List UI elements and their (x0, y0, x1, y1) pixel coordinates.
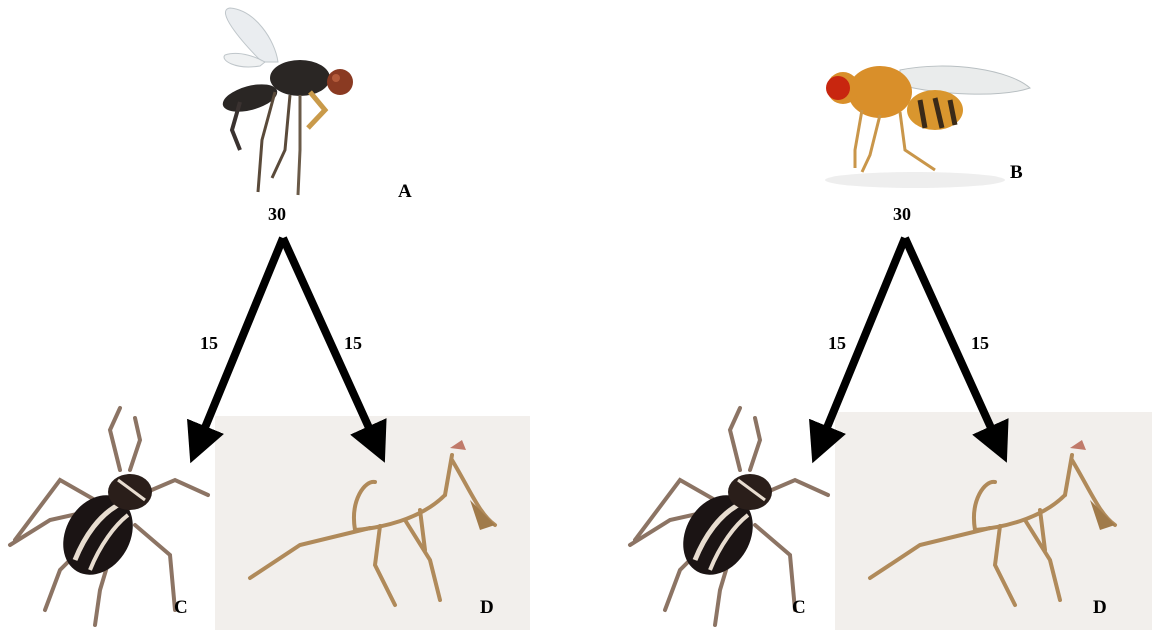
count-b-to-c: 15 (828, 334, 846, 352)
count-a-to-c: 15 (200, 334, 218, 352)
fly-a-image (205, 0, 365, 205)
count-b-to-d: 15 (971, 334, 989, 352)
count-a-top: 30 (268, 205, 286, 223)
label-d-left: D (480, 598, 494, 617)
label-c-right: C (792, 598, 806, 617)
label-d-right: D (1093, 598, 1107, 617)
count-b-top: 30 (893, 205, 911, 223)
spider-c-image-left (0, 400, 215, 630)
fly-b-image (800, 40, 1040, 190)
label-a: A (398, 182, 412, 201)
count-a-to-d: 15 (344, 334, 362, 352)
spider-c-image-right (620, 400, 835, 630)
label-c-left: C (174, 598, 188, 617)
label-b: B (1010, 163, 1023, 182)
